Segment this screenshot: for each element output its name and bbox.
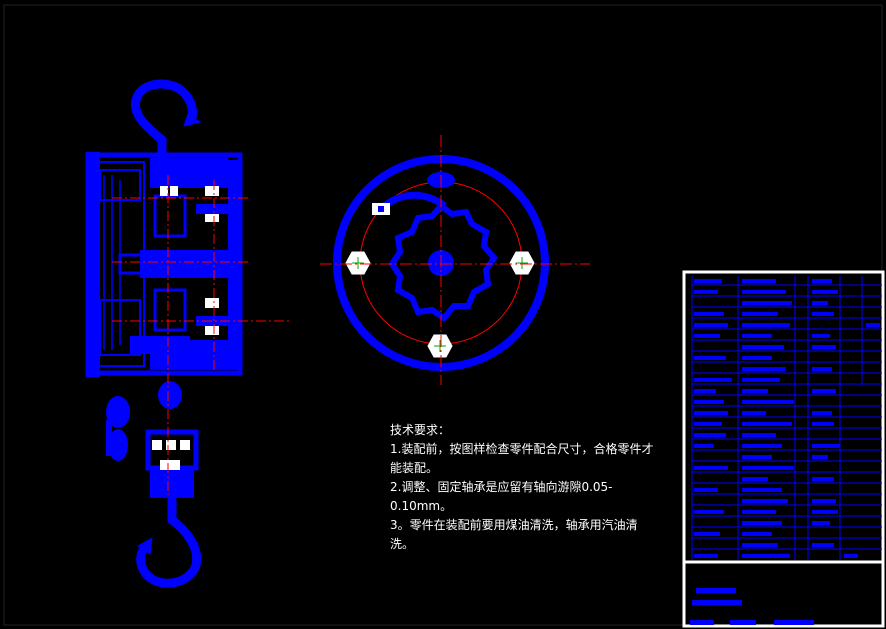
technical-requirements-heading: 技术要求： xyxy=(390,423,451,437)
requirement-item-1: 1.装配前，按图样检查零件配合尺寸，合格零件才能装配。 xyxy=(390,442,654,475)
parts-table-text-marks xyxy=(690,279,880,625)
chain-links xyxy=(106,381,182,461)
ratchet-wheel xyxy=(388,201,498,322)
requirement-item-2: 2.调整、固定轴承是应留有轴向游隙0.05-0.10mm。 xyxy=(390,480,613,513)
title-block xyxy=(682,270,885,628)
bottom-hook xyxy=(136,495,202,588)
requirement-item-3: 3。零件在装配前要用煤油清洗，轴承用汽油清洗。 xyxy=(390,518,638,551)
bearing-marks xyxy=(160,186,219,335)
technical-requirements: 技术要求： 1.装配前，按图样检查零件配合尺寸，合格零件才能装配。 2.调整、固… xyxy=(390,421,655,554)
top-hook-tip xyxy=(183,113,202,127)
hoist-end-view xyxy=(320,135,590,385)
hoist-section-view xyxy=(85,79,243,588)
section-center-lines xyxy=(112,175,290,495)
parts-table-grid xyxy=(691,276,882,560)
top-hook xyxy=(130,79,197,167)
